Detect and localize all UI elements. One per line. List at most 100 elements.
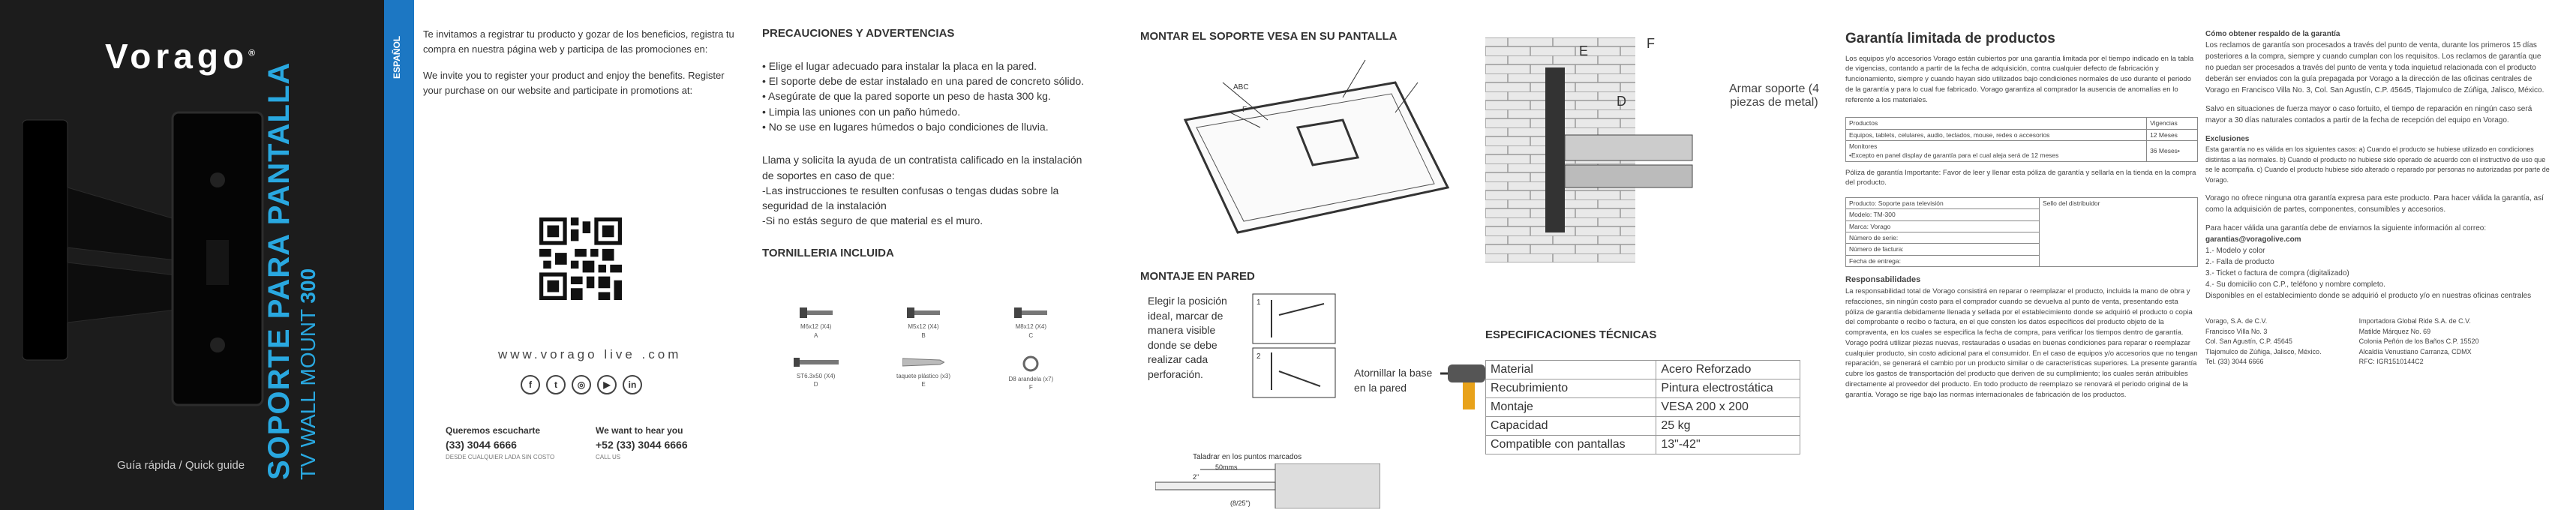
spec-key: Montaje — [1485, 398, 1657, 417]
svg-text:1: 1 — [1256, 298, 1261, 307]
distributor-stamp: Sello del distribuidor — [2038, 197, 2199, 268]
size-label: (8/25") — [1230, 500, 1250, 507]
label-f: F — [1647, 36, 1655, 51]
form-row[interactable]: Número de serie: — [1845, 232, 2040, 244]
warranty-email[interactable]: garantias@voragolive.com — [2205, 236, 2301, 244]
spec-key: Recubrimiento — [1485, 379, 1657, 398]
label-d: D — [1617, 94, 1626, 109]
screw-icon — [799, 308, 833, 319]
subtitle-model: 300 — [296, 268, 320, 304]
hardware-code: D — [813, 381, 818, 388]
precaution-item: • Elige el lugar adecuado para instalar … — [762, 59, 1037, 72]
hardware-label: ST6.3x50 (X4) — [796, 372, 836, 380]
validity-cell: Monitores •Excepto en panel display de g… — [1845, 140, 2148, 162]
cover-subtitle: TV WALL MOUNT 300 — [296, 62, 320, 480]
precaution-item: • El soporte debe de estar instalado en … — [762, 75, 1085, 88]
form-row: Modelo: TM-300 — [1845, 208, 2040, 221]
register-text-en: We invite you to register your product a… — [423, 70, 725, 96]
spec-value: Pintura electrostática — [1656, 379, 1800, 398]
hardware-code: C — [1028, 332, 1034, 340]
hardware-code: F — [1028, 384, 1033, 392]
send-text: Para hacer válida una garantía debe de e… — [2205, 224, 2487, 232]
info-item: 3.- Ticket o factura de compra (digitali… — [2205, 269, 2349, 278]
twitter-icon[interactable]: t — [546, 375, 566, 394]
facebook-icon[interactable]: f — [521, 375, 540, 394]
spec-value: VESA 200 x 200 — [1656, 398, 1800, 417]
hardware-label: D8 arandela (x7) — [1008, 375, 1054, 382]
how-title: Cómo obtener respaldo de la garantía — [2205, 30, 2340, 38]
hardware-label: M5x12 (X4) — [908, 323, 939, 331]
guide-label: Guía rápida / Quick guide — [117, 459, 245, 472]
exclusions-title: Exclusiones — [2205, 135, 2250, 143]
linkedin-icon[interactable]: in — [623, 375, 642, 394]
precaution-item: • Limpia las uniones con un paño húmedo. — [762, 105, 961, 118]
youtube-icon[interactable]: ▶ — [597, 375, 617, 394]
depth-label: 50mms — [1215, 464, 1238, 471]
social-icons: f t ◎ ▶ in — [521, 375, 642, 394]
language-tab-label: ESPAÑOL — [392, 35, 402, 79]
validity-header: Vigencias — [2146, 117, 2198, 130]
drill-depth-diagram — [1155, 464, 1380, 508]
step-screw: Atornillar la base en la pared — [1354, 367, 1433, 394]
tv-mount-product-image — [23, 111, 264, 406]
language-tab: ESPAÑOL — [384, 0, 414, 510]
label-e: E — [1579, 44, 1589, 58]
validity-cell: Equipos, tablets, celulares, audio, tecl… — [1845, 128, 2148, 142]
contractor-note: -Si no estás seguro de que material es e… — [762, 214, 983, 227]
how-text: Los reclamos de garantía son procesados … — [2205, 41, 2544, 94]
extra-text: Vorago no ofrece ninguna otra garantía e… — [2205, 194, 2544, 214]
spec-value: 13"-42" — [1656, 435, 1800, 454]
contact-en: We want to hear you +52 (33) 3044 6666 C… — [596, 424, 688, 462]
contact-es-title: Queremos escucharte — [446, 425, 541, 436]
contractor-note: -Las instrucciones te resulten confusas … — [762, 184, 1059, 212]
hardware-item: M5x12 (X4)B — [869, 306, 977, 340]
address-vorago: Vorago, S.A. de C.V. Francisco Villa No.… — [2205, 317, 2322, 365]
installation-panel: MONTAR EL SOPORTE VESA EN SU PANTALLA AB… — [1140, 0, 1493, 510]
form-row[interactable]: Número de factura: — [1845, 243, 2040, 256]
contact-es: Queremos escucharte (33) 3044 6666 DESDE… — [446, 424, 554, 462]
hardware-code: A — [813, 332, 818, 340]
assembly-panel: E F D Armar soporte (4 piezas de metal) … — [1485, 0, 1845, 510]
address-importer: Importadora Global Ride S.A. de C.V. Mat… — [2358, 317, 2479, 365]
drill-icon — [1440, 364, 1485, 410]
screw-icon — [1014, 308, 1048, 319]
contact-en-phone[interactable]: +52 (33) 3044 6666 — [596, 439, 688, 451]
screw-icon — [906, 308, 940, 319]
label-f: F — [1242, 106, 1247, 114]
form-row: Marca: Vorago — [1845, 220, 2040, 233]
precautions-title: PRECAUCIONES Y ADVERTENCIAS — [762, 27, 955, 40]
responsibilities-text: La responsabilidad total de Vorago consi… — [1845, 286, 2198, 399]
website-text[interactable]: www.vorago live .com — [498, 347, 682, 362]
spec-key: Capacidad — [1485, 416, 1657, 436]
wall-anchor-icon — [902, 358, 944, 367]
hardware-code: E — [921, 381, 926, 388]
size-label: 2" — [1193, 473, 1199, 481]
form-row[interactable]: Fecha de entrega: — [1845, 254, 2040, 268]
qr-code[interactable] — [539, 218, 622, 300]
central-text: Disponibles en el establecimiento donde … — [2205, 292, 2532, 300]
spec-key: Material — [1485, 360, 1657, 380]
cover-title-block: SOPORTE PARA PANTALLA TV WALL MOUNT 300 — [263, 62, 320, 480]
assemble-label: Armar soporte (4 piezas de metal) — [1728, 82, 1820, 109]
info-item: 2.- Falla de producto — [2205, 258, 2274, 266]
warranty-panel: Garantía limitada de productos Los equip… — [1845, 0, 2205, 510]
form-row: Producto: Soporte para televisión — [1845, 197, 2040, 210]
contact-es-phone[interactable]: (33) 3044 6666 — [446, 439, 517, 451]
info-item: 1.- Modelo y color — [2205, 247, 2265, 255]
warranty-panel-2: Cómo obtener respaldo de la garantía Los… — [2205, 0, 2565, 510]
step-mark: Elegir la posición ideal, marcar de mane… — [1148, 295, 1227, 380]
hardware-label: taquete plástico (x3) — [896, 372, 951, 380]
hardware-item: M8x12 (X4)C — [977, 306, 1085, 340]
instagram-icon[interactable]: ◎ — [572, 375, 591, 394]
brand-name: Vorago — [105, 37, 249, 76]
hardware-label: M6x12 (X4) — [800, 323, 832, 331]
hardware-item: D8 arandela (x7) F — [977, 356, 1085, 392]
contractor-note: Llama y solicita la ayuda de un contrati… — [762, 154, 1082, 182]
